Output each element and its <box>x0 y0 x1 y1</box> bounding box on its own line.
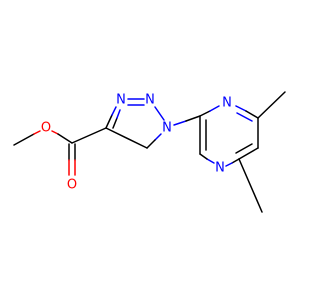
atom-label-n-triazole-2: N <box>145 93 155 108</box>
bond-n1-pyrimidine-blue <box>173 120 187 126</box>
bond-c4-n3-blue <box>111 106 117 116</box>
atom-label-n-triazole-1: N <box>162 121 172 136</box>
bond-c5-c4 <box>105 127 148 149</box>
bond-c2-n-upper-blue <box>209 105 220 112</box>
bond-c5-c4p <box>238 147 259 160</box>
bond-n-upper-c6-blue <box>235 105 247 112</box>
bond-c4-methyl <box>238 158 263 213</box>
bond-n1-c5 <box>146 139 156 149</box>
bond-methyl-oxygen <box>13 133 35 146</box>
bond-c2-n-upper <box>199 110 211 117</box>
bond-n2-n1 <box>154 106 165 121</box>
molecule-diagram: N N N N N O O <box>13 91 286 213</box>
atom-label-o-carbonyl: O <box>67 178 77 193</box>
structure-drawing: N N N N N O O <box>13 91 286 213</box>
bond-c4-n3-inner <box>112 117 118 129</box>
atom-label-n-pyrimidine-upper: N <box>222 96 232 111</box>
bond-n-lower-c2-blue <box>206 158 215 164</box>
bond-c6-methyl <box>257 91 286 119</box>
bond-n-upper-c6-inner <box>236 112 253 122</box>
bond-c4-n3 <box>105 114 113 129</box>
atom-label-o-ester: O <box>41 121 51 136</box>
bond-c5-c4p-inner <box>235 143 253 154</box>
bond-n1-c5-blue <box>154 133 162 141</box>
bond-oxygen-carbonyl <box>57 133 73 144</box>
bond-c4p-n-lower <box>231 158 240 164</box>
bond-c4-n3-inner-blue <box>116 109 121 119</box>
bond-n-upper-c6 <box>245 110 259 119</box>
bond-c4p-n-lower-blue <box>225 162 233 167</box>
bond-n1-pyrimidine <box>185 115 201 122</box>
atom-label-n-pyrimidine-lower: N <box>215 161 225 176</box>
atom-label-n-triazole-3: N <box>116 93 126 108</box>
bond-oxygen-carbonyl-red <box>51 130 59 135</box>
bond-n-lower-c2 <box>199 153 208 160</box>
bond-methyl-oxygen-red <box>33 130 41 135</box>
bond-carbonyl-triazole <box>71 127 107 144</box>
